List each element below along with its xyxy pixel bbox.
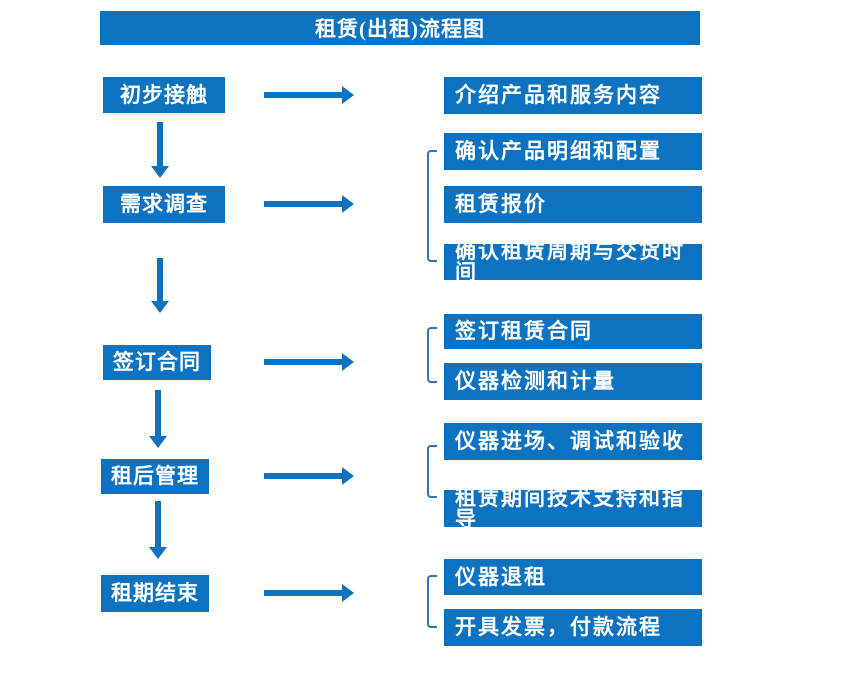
detail-box-technical-support: 租赁期间技术支持和指导 [444, 487, 702, 529]
step-box-rental-period-end: 租期结束 [101, 575, 209, 612]
group-bracket-sign-contract [427, 327, 437, 383]
detail-box-instrument-return: 仪器退租 [444, 559, 702, 595]
down-arrow-head [151, 301, 169, 313]
down-arrow-shaft [155, 501, 161, 548]
detail-box-confirm-product-details: 确认产品明细和配置 [444, 133, 702, 170]
detail-box-confirm-period-delivery: 确认租赁周期与交货时间 [444, 241, 702, 283]
right-arrow-3 [264, 352, 354, 372]
detail-box-instrument-setup-acceptance: 仪器进场、调试和验收 [444, 423, 702, 460]
group-bracket-period-end [427, 575, 437, 628]
right-arrow-head [342, 195, 354, 213]
down-arrow-head [149, 547, 167, 559]
detail-box-sign-rental-contract: 签订租赁合同 [444, 314, 702, 349]
step-box-demand-survey: 需求调查 [103, 186, 225, 223]
group-bracket-demand-survey [427, 150, 437, 262]
detail-box-rental-quotation: 租赁报价 [444, 186, 702, 223]
down-arrow-shaft [157, 258, 163, 302]
step-box-post-rental-management: 租后管理 [101, 459, 209, 494]
right-arrow-head [342, 584, 354, 602]
step-box-sign-contract: 签订合同 [103, 345, 211, 380]
down-arrow-4 [149, 501, 167, 559]
flowchart-title: 租赁(出租)流程图 [100, 11, 700, 45]
right-arrow-shaft [264, 92, 343, 98]
down-arrow-3 [149, 390, 167, 448]
right-arrow-shaft [264, 359, 343, 365]
right-arrow-shaft [264, 201, 343, 207]
down-arrow-shaft [157, 122, 163, 167]
right-arrow-head [342, 467, 354, 485]
down-arrow-2 [151, 258, 169, 313]
down-arrow-head [149, 436, 167, 448]
right-arrow-shaft [264, 590, 343, 596]
group-bracket-post-rental [427, 445, 437, 498]
down-arrow-head [151, 166, 169, 178]
right-arrow-5 [264, 583, 354, 603]
detail-box-invoice-payment: 开具发票，付款流程 [444, 609, 702, 646]
right-arrow-head [342, 86, 354, 104]
down-arrow-1 [151, 122, 169, 178]
right-arrow-1 [264, 85, 354, 105]
detail-box-instrument-inspection: 仪器检测和计量 [444, 363, 702, 400]
right-arrow-4 [264, 466, 354, 486]
right-arrow-shaft [264, 473, 343, 479]
right-arrow-head [342, 353, 354, 371]
down-arrow-shaft [155, 390, 161, 437]
step-box-initial-contact: 初步接触 [103, 77, 225, 113]
right-arrow-2 [264, 194, 354, 214]
detail-box-introduce-products-services: 介绍产品和服务内容 [444, 77, 702, 114]
